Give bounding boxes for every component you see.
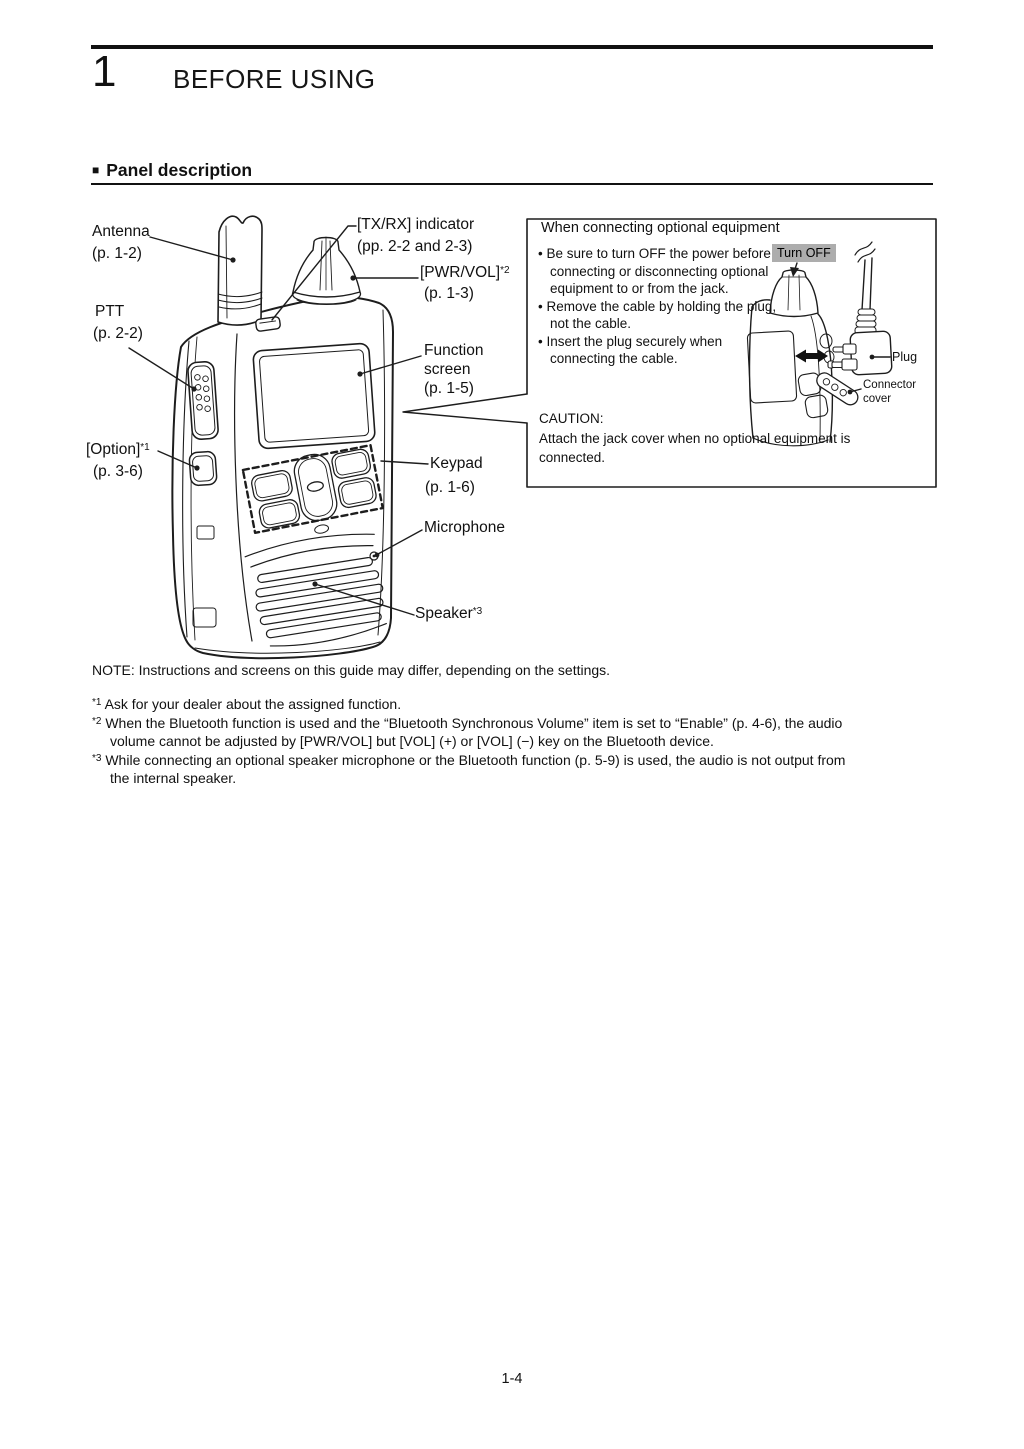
caution-block: CAUTION: Attach the jack cover when no o… <box>539 409 875 468</box>
note-text: NOTE: Instructions and screens on this g… <box>92 662 611 678</box>
ptt-button-drawing <box>187 360 219 441</box>
header-rule <box>91 45 933 49</box>
antenna-drawing <box>217 215 263 326</box>
label-microphone: Microphone <box>424 519 505 536</box>
label-txrx-indicator: [TX/RX] indicator(pp. 2-2 and 2-3) <box>357 216 475 255</box>
info-box-frame <box>402 218 937 488</box>
volume-knob-drawing <box>291 236 362 305</box>
plug-label: Plug <box>892 350 918 364</box>
label-option: [Option]*1 (p. 3-6) <box>86 441 150 480</box>
txrx-indicator-drawing <box>255 316 281 332</box>
section-heading: ■ Panel description <box>92 159 252 181</box>
label-speaker: Speaker*3 <box>415 605 483 622</box>
caution-text-line: connected. <box>539 450 606 465</box>
speaker-grille-drawing <box>244 533 387 647</box>
keypad-drawing <box>241 444 384 535</box>
section-title: Panel description <box>106 160 253 180</box>
connector-cover-drawing <box>816 372 859 406</box>
chapter-title: BEFORE USING <box>173 64 376 94</box>
label-antenna: Antenna(p. 1-2) <box>92 223 150 262</box>
caution-text-line: Attach the jack cover when no optional e… <box>539 430 851 446</box>
footnote: *3 While connecting an optional speaker … <box>92 751 846 787</box>
panel-description-illustration <box>128 215 937 660</box>
double-arrow-icon <box>795 349 828 363</box>
label-keypad: Keypad(p. 1-6) <box>425 455 483 496</box>
section-rule <box>91 183 933 185</box>
turn-off-label: Turn OFF <box>772 244 836 262</box>
footnote: *1 Ask for your dealer about the assigne… <box>92 696 402 712</box>
list-item: • Insert the plug securely when connecti… <box>538 333 723 367</box>
connector-cover-label: Connector cover <box>863 379 917 405</box>
option-button-drawing <box>188 450 218 487</box>
leader-lines <box>128 225 429 616</box>
page-number: 1-4 <box>501 1371 523 1387</box>
label-function-screen: Function screen (p. 1-5) <box>424 342 484 397</box>
list-item: • Remove the cable by holding the plug, … <box>538 298 777 332</box>
section-square-bullet: ■ <box>92 163 100 177</box>
label-ptt: PTT(p. 2-2) <box>93 303 143 342</box>
info-box-title: When connecting optional equipment <box>541 220 780 236</box>
function-screen-drawing <box>252 342 376 450</box>
caution-title: CAUTION: <box>539 411 604 426</box>
info-box-bullets: • Be sure to turn OFF the power before c… <box>538 245 788 368</box>
label-pwr-vol: [PWR/VOL]*2 (p. 1-3) <box>420 264 510 302</box>
list-item: • Be sure to turn OFF the power before c… <box>538 246 771 296</box>
jack-connection-drawing <box>746 241 893 447</box>
footnotes: *1 Ask for your dealer about the assigne… <box>92 695 938 788</box>
chapter-number: 1 <box>92 47 117 96</box>
footnote: *2 When the Bluetooth function is used a… <box>92 714 843 750</box>
